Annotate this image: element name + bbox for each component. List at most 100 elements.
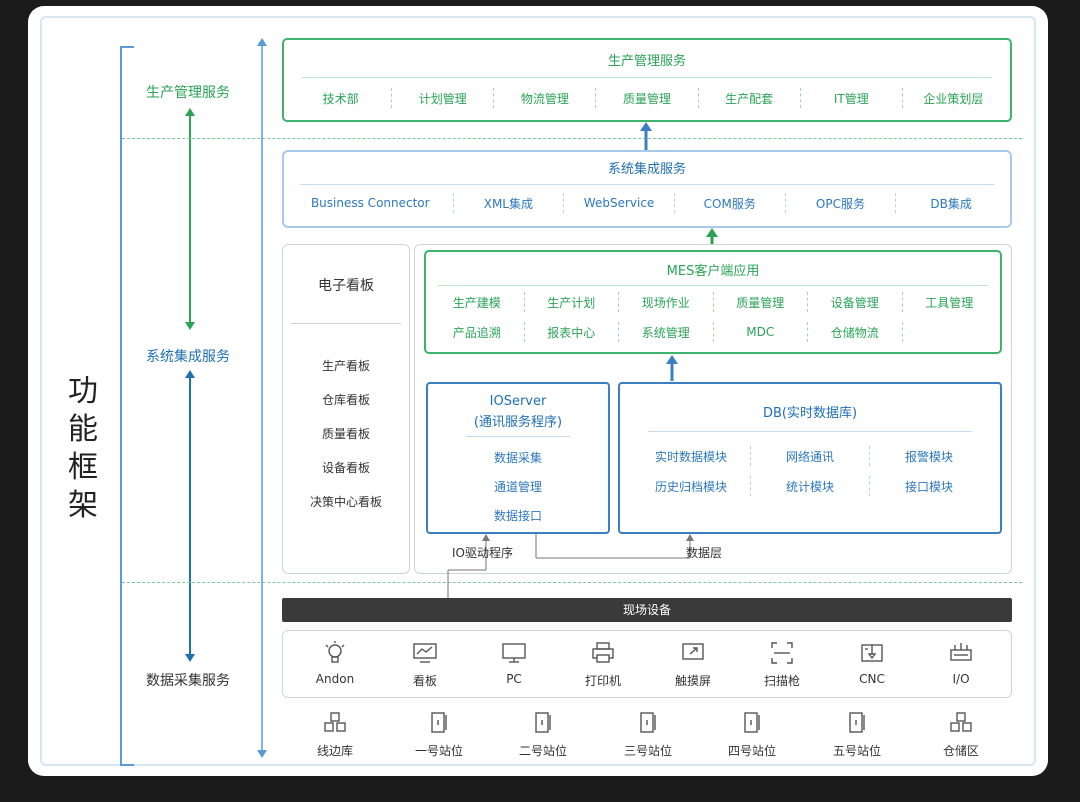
separator [452,193,454,213]
field-devices-bar: 现场设备 [282,598,1012,622]
integration-service-box: 系统集成服务 Business Connector XML集成 WebServi… [282,150,1012,228]
device-label: 看板 [412,674,437,688]
left-label-collection: 数据采集服务 [146,673,230,689]
separator [595,88,597,108]
up-arrow-mes [666,355,678,381]
production-items: 技术部 计划管理 物流管理 质量管理 生产配套 IT管理 企业策划层 [290,88,1004,108]
io-driver-label: IO驱动程序 [452,546,513,560]
mes-client-title: MES客户端应用 [666,264,760,279]
integration-item: OPC服务 [815,196,865,211]
long-vertical-arrow [257,38,267,758]
ioserver-subtitle: (通讯服务程序) [473,415,563,430]
station-icon [535,712,551,733]
mes-item: 质量管理 [736,295,785,310]
device-andon: Andon [295,640,375,686]
mes-item: 工具管理 [925,295,974,310]
chart-monitor-icon [413,643,437,663]
separator [697,88,699,108]
device-label: 扫描枪 [763,674,800,688]
station-5: 五号站位 [817,710,897,759]
kanban-box: 电子看板 生产看板 仓库看板 质量看板 设备看板 决策中心看板 [282,244,410,574]
production-item: 生产配套 [725,91,774,106]
db-title-line [648,431,972,432]
separator [901,292,903,312]
production-item: 物流管理 [520,91,569,106]
production-item: 质量管理 [622,91,671,106]
db-item: 接口模块 [904,479,953,494]
mes-item: 设备管理 [830,295,879,310]
kanban-title-line [291,323,401,324]
separator [807,292,808,312]
kanban-item: 生产看板 [321,359,370,373]
db-item: 统计模块 [785,479,834,494]
left-label-production: 生产管理服务 [146,85,230,101]
io-icon [950,643,972,661]
production-service-box: 生产管理服务 技术部 计划管理 物流管理 质量管理 生产配套 IT管理 企业策划… [282,38,1012,122]
separator [618,322,619,342]
separator [391,88,393,108]
separator [750,446,751,466]
station-4: 四号站位 [712,710,792,759]
production-item: IT管理 [833,91,869,106]
diagram-card: 功能框架 生产管理服务 系统集成服务 数据采集服务 生产管理服务 [28,6,1048,776]
station-icon [431,712,447,733]
separator [807,322,808,342]
integration-item: Business Connector [310,196,430,210]
device-label: CNC [859,672,885,686]
separator [712,292,714,312]
production-title-line [302,77,992,78]
device-label: 触摸屏 [674,674,711,688]
separator [673,193,675,213]
separator [618,292,619,312]
integration-item: DB集成 [930,196,972,211]
device-pc: PC [474,640,554,686]
integration-item: WebService [583,196,655,210]
up-arrow-production [640,122,652,150]
device-printer: 打印机 [563,640,643,689]
kanban-item: 决策中心看板 [309,495,382,509]
mes-item: 现场作业 [641,295,690,310]
devices-box [282,630,1012,698]
separator [523,292,525,312]
db-row-2: 历史归档模块 统计模块 接口模块 [632,476,988,496]
blue-double-arrow [185,370,195,662]
station-label: 线边库 [316,744,353,758]
separator [750,476,751,496]
db-title: DB(实时数据库) [762,406,858,421]
ioserver-box: IOServer (通讯服务程序) 数据采集 通道管理 数据接口 [426,382,610,534]
device-io: I/O [921,640,1001,686]
monitor-icon [502,643,526,663]
integration-title-line [300,184,994,185]
station-icon [640,712,656,733]
device-label: PC [506,672,522,686]
station-label: 仓储区 [942,744,979,758]
diagram-frame: 功能框架 生产管理服务 系统集成服务 数据采集服务 生产管理服务 [40,16,1036,766]
mes-item: 系统管理 [641,325,690,340]
mes-row-1: 生产建模 生产计划 现场作业 质量管理 设备管理 工具管理 [430,292,996,312]
station-label: 四号站位 [727,744,776,758]
station-label: 五号站位 [832,744,881,758]
db-item: 历史归档模块 [654,479,727,494]
separator [869,446,870,466]
framework-title: 功能框架 [68,374,100,523]
ioserver-item: 数据采集 [493,451,542,465]
data-layer-label: 数据层 [686,546,723,560]
device-touchscreen: 触摸屏 [653,640,733,689]
ioserver-title: IOServer [489,394,547,409]
station-3: 三号站位 [608,710,688,759]
production-item: 企业策划层 [923,91,984,106]
device-scanner: 扫描枪 [742,640,822,689]
touchscreen-icon [682,643,704,660]
station-1: 一号站位 [399,710,479,759]
station-warehouse: 仓储区 [921,710,1001,759]
left-bracket [120,46,134,766]
separator [901,88,903,108]
separator [901,322,903,342]
boxes-icon [324,712,346,732]
data-flow-connectors [447,534,694,600]
mes-item: 生产计划 [547,295,596,310]
station-icon [849,712,865,733]
separator [784,193,786,213]
ioserver-item: 通道管理 [493,480,542,494]
production-item: 计划管理 [418,91,467,106]
